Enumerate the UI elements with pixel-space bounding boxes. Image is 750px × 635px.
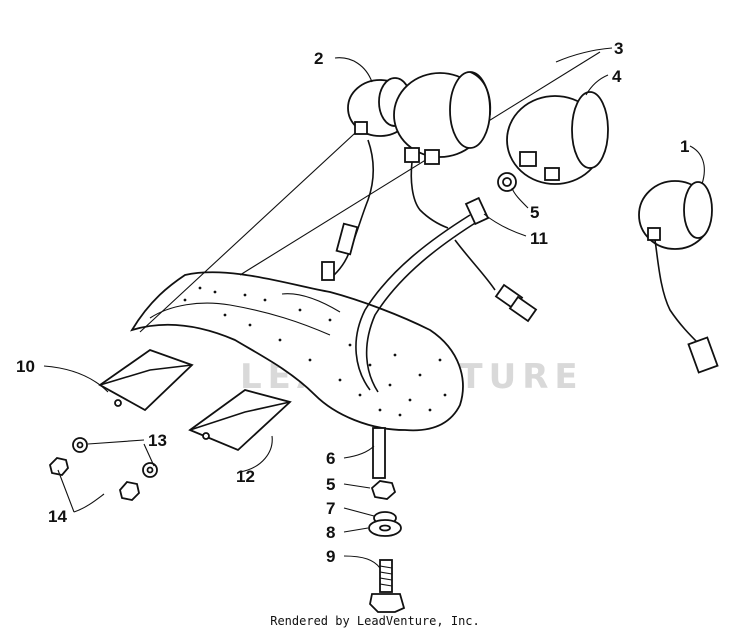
- reference-line-3: [239, 51, 601, 276]
- callout-12: 12: [236, 467, 255, 486]
- callout-8: 8: [326, 523, 335, 542]
- nut-14a: [49, 457, 69, 476]
- callout-11: 11: [530, 229, 548, 248]
- callout-5-upper: 5: [530, 203, 539, 222]
- gauge-1: [638, 180, 719, 374]
- lock-washer-13a: [72, 437, 88, 453]
- cable-upper: [355, 214, 471, 391]
- reference-line-2: [139, 109, 381, 333]
- nut-5-lower: [370, 480, 397, 500]
- footer-credit: Rendered by LeadVenture, Inc.: [270, 614, 480, 628]
- panel-texture: [183, 286, 447, 417]
- callout-1: 1: [680, 137, 689, 156]
- lock-washer-13b: [142, 462, 158, 478]
- callout-3: 3: [614, 39, 623, 58]
- gauge-3: [393, 71, 492, 229]
- callout-5-lower: 5: [326, 475, 335, 494]
- callout-13: 13: [148, 431, 167, 450]
- callout-4: 4: [612, 67, 622, 86]
- callout-10: 10: [16, 357, 35, 376]
- console-panel: [130, 271, 464, 432]
- wiring-harness: [454, 239, 538, 323]
- washer-8: [368, 519, 402, 537]
- part-5-upper: [497, 172, 517, 192]
- part-11-bulb: [464, 196, 490, 226]
- bolt-9: [369, 559, 406, 613]
- bracket-12: [188, 389, 292, 452]
- cable-lower: [372, 427, 386, 479]
- callout-7: 7: [326, 499, 335, 518]
- callout-9: 9: [326, 547, 335, 566]
- callout-2: 2: [314, 49, 323, 68]
- leader-lines: [43, 47, 705, 569]
- nut-14b: [119, 481, 140, 501]
- bracket-10: [98, 348, 194, 412]
- callout-14: 14: [48, 507, 67, 526]
- gauge-4: [506, 91, 609, 185]
- callout-6: 6: [326, 449, 335, 468]
